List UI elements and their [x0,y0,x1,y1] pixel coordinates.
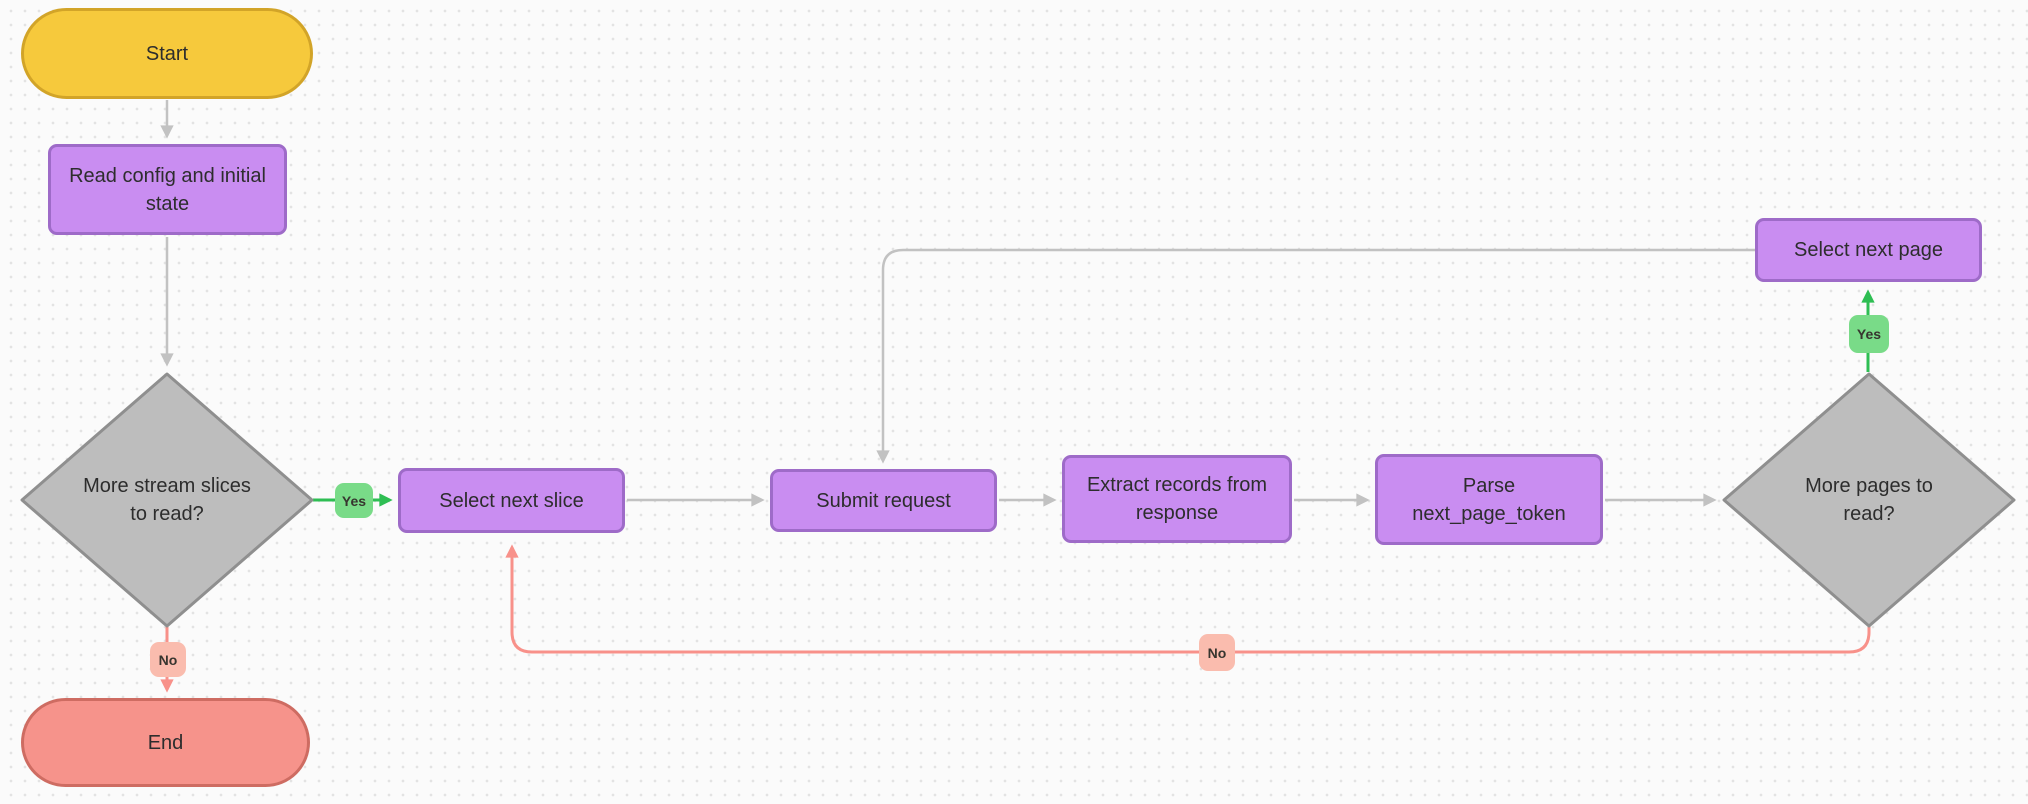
start-label: Start [145,42,189,65]
yes-badge-label: Yes [341,492,367,509]
submit-request-label: Submit request [816,489,951,512]
decision-diamond-shape [1722,372,2016,628]
end-node[interactable]: End [21,698,310,787]
parse-token-label: Parse next_page_token [1412,474,1566,525]
submit-request-node[interactable]: Submit request [770,469,997,532]
read-config-label: Read config and initial state [69,164,266,215]
edge-more-pages-no-to-select-next-slice[interactable] [505,544,1871,654]
select-next-slice-node[interactable]: Select next slice [398,468,625,533]
edge-select-next-page-to-submit-request[interactable] [876,248,1755,464]
extract-records-label: Extract records from response [1086,474,1268,524]
more-pages-no-badge[interactable]: No [1199,634,1235,671]
yes-badge-label: Yes [1856,326,1882,342]
more-pages-decision-node[interactable]: More pages to read? [1721,371,2017,629]
no-badge-label: No [1207,644,1227,661]
read-config-node[interactable]: Read config and initial state [48,144,287,235]
start-node[interactable]: Start [21,8,313,99]
no-badge-label: No [158,651,178,668]
more-pages-label: More pages to read? [1805,475,1933,525]
more-slices-no-badge[interactable]: No [150,642,186,677]
more-pages-yes-badge[interactable]: Yes [1849,315,1889,353]
extract-records-node[interactable]: Extract records from response [1062,455,1292,543]
decision-diamond-shape [20,372,314,628]
more-slices-decision-node[interactable]: More stream slices to read? [19,371,315,629]
select-next-page-node[interactable]: Select next page [1755,218,1982,282]
end-label: End [147,731,184,754]
select-next-page-label: Select next page [1794,239,1943,261]
parse-token-node[interactable]: Parse next_page_token [1375,454,1603,545]
more-slices-label: More stream slices to read? [83,475,251,525]
more-slices-yes-badge[interactable]: Yes [335,483,373,518]
select-next-slice-label: Select next slice [439,489,584,512]
